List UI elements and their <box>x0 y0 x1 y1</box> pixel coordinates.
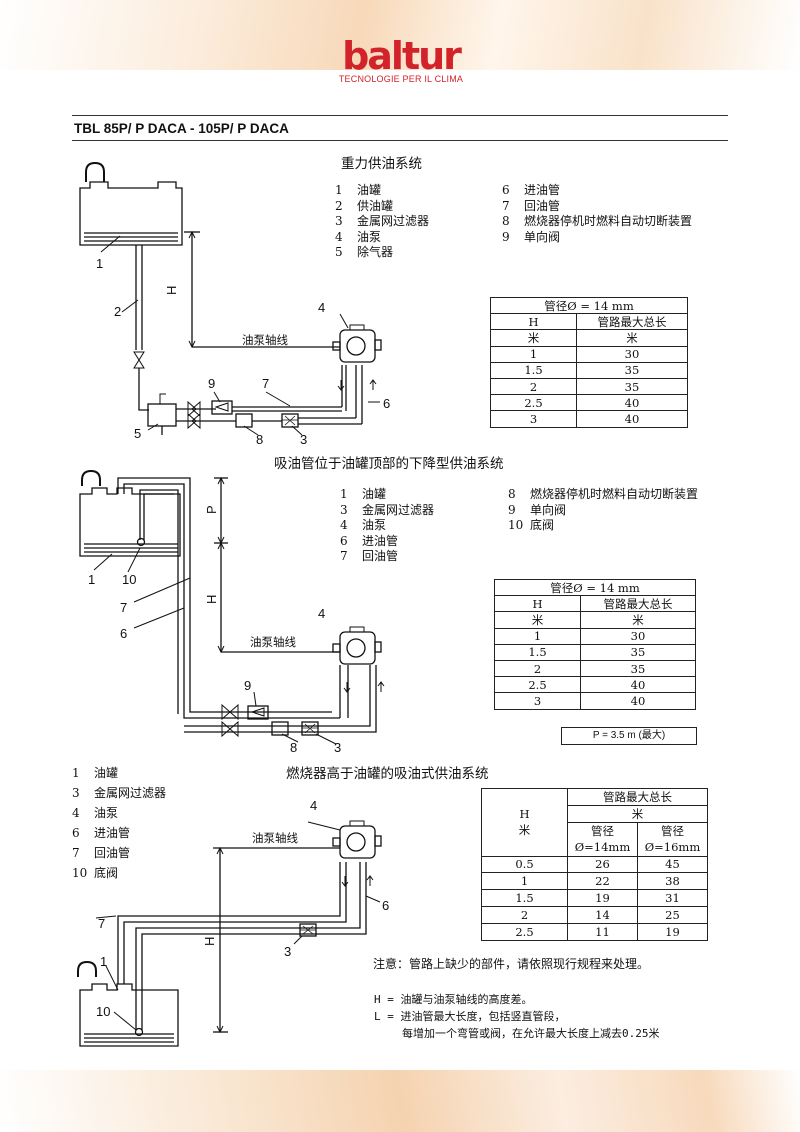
components-note: 注意：管路上缺少的部件，请依照现行规程来处理。 <box>373 957 650 971</box>
callout: 1 <box>88 572 95 587</box>
callout: 3 <box>300 432 307 447</box>
callout: 1 <box>96 256 103 271</box>
height-label: H <box>202 937 217 946</box>
callout: 8 <box>290 740 297 755</box>
height-label: H <box>204 595 219 604</box>
p-label: P <box>204 505 219 514</box>
callout: 6 <box>382 898 389 913</box>
header-rule-top <box>72 115 728 116</box>
callout: 9 <box>208 376 215 391</box>
logo-word: baltur <box>342 34 462 78</box>
callout: 3 <box>334 740 341 755</box>
callout: 9 <box>244 678 251 693</box>
callout: 1 <box>100 954 107 969</box>
header-decor-band <box>0 0 800 70</box>
section3-title: 燃烧器高于油罐的吸油式供油系统 <box>286 766 489 782</box>
callout: 6 <box>120 626 127 641</box>
baltur-logo: baltur TECNOLOGIE PER IL CLIMA <box>336 36 466 84</box>
callout: 10 <box>96 1004 110 1019</box>
callout: 7 <box>262 376 269 391</box>
section2-title: 吸油管位于油罐顶部的下降型供油系统 <box>274 456 504 472</box>
model-title: TBL 85P/ P DACA - 105P/ P DACA <box>74 121 289 136</box>
callout: 7 <box>98 916 105 931</box>
header-rule-bottom <box>72 140 728 141</box>
diagram3-suction <box>77 820 382 1047</box>
callout: 2 <box>114 304 121 319</box>
callout: 6 <box>383 396 390 411</box>
definition-l-cont: 每增加一个弯管或阀，在允许最大长度上减去0.25米 <box>402 1027 660 1040</box>
callout: 10 <box>122 572 136 587</box>
p-max-note: P = 3.5 m (最大) <box>561 727 697 745</box>
table-header: 管路最大总长 <box>576 313 688 331</box>
logo-tagline: TECNOLOGIE PER IL CLIMA <box>338 74 464 84</box>
definition-l: L = 进油管最大长度，包括竖直管段， <box>374 1010 566 1023</box>
pump-axis-label: 油泵轴线 <box>252 831 298 845</box>
definition-h: H = 油罐与油泵轴线的高度差。 <box>374 993 533 1006</box>
pump-axis-label: 油泵轴线 <box>250 635 296 649</box>
diagram1-gravity <box>79 161 382 436</box>
callout: 7 <box>120 600 127 615</box>
callout: 3 <box>284 944 291 959</box>
section1-title: 重力供油系统 <box>341 156 422 172</box>
callout: 5 <box>134 426 141 441</box>
diagram2-descending <box>79 469 385 745</box>
callout: 4 <box>318 606 325 621</box>
callout: 4 <box>310 798 317 813</box>
height-label: H <box>164 286 179 295</box>
callout: 8 <box>256 432 263 447</box>
footer-decor-band <box>0 1070 800 1132</box>
callout: 4 <box>318 300 325 315</box>
pump-axis-label: 油泵轴线 <box>242 333 288 347</box>
